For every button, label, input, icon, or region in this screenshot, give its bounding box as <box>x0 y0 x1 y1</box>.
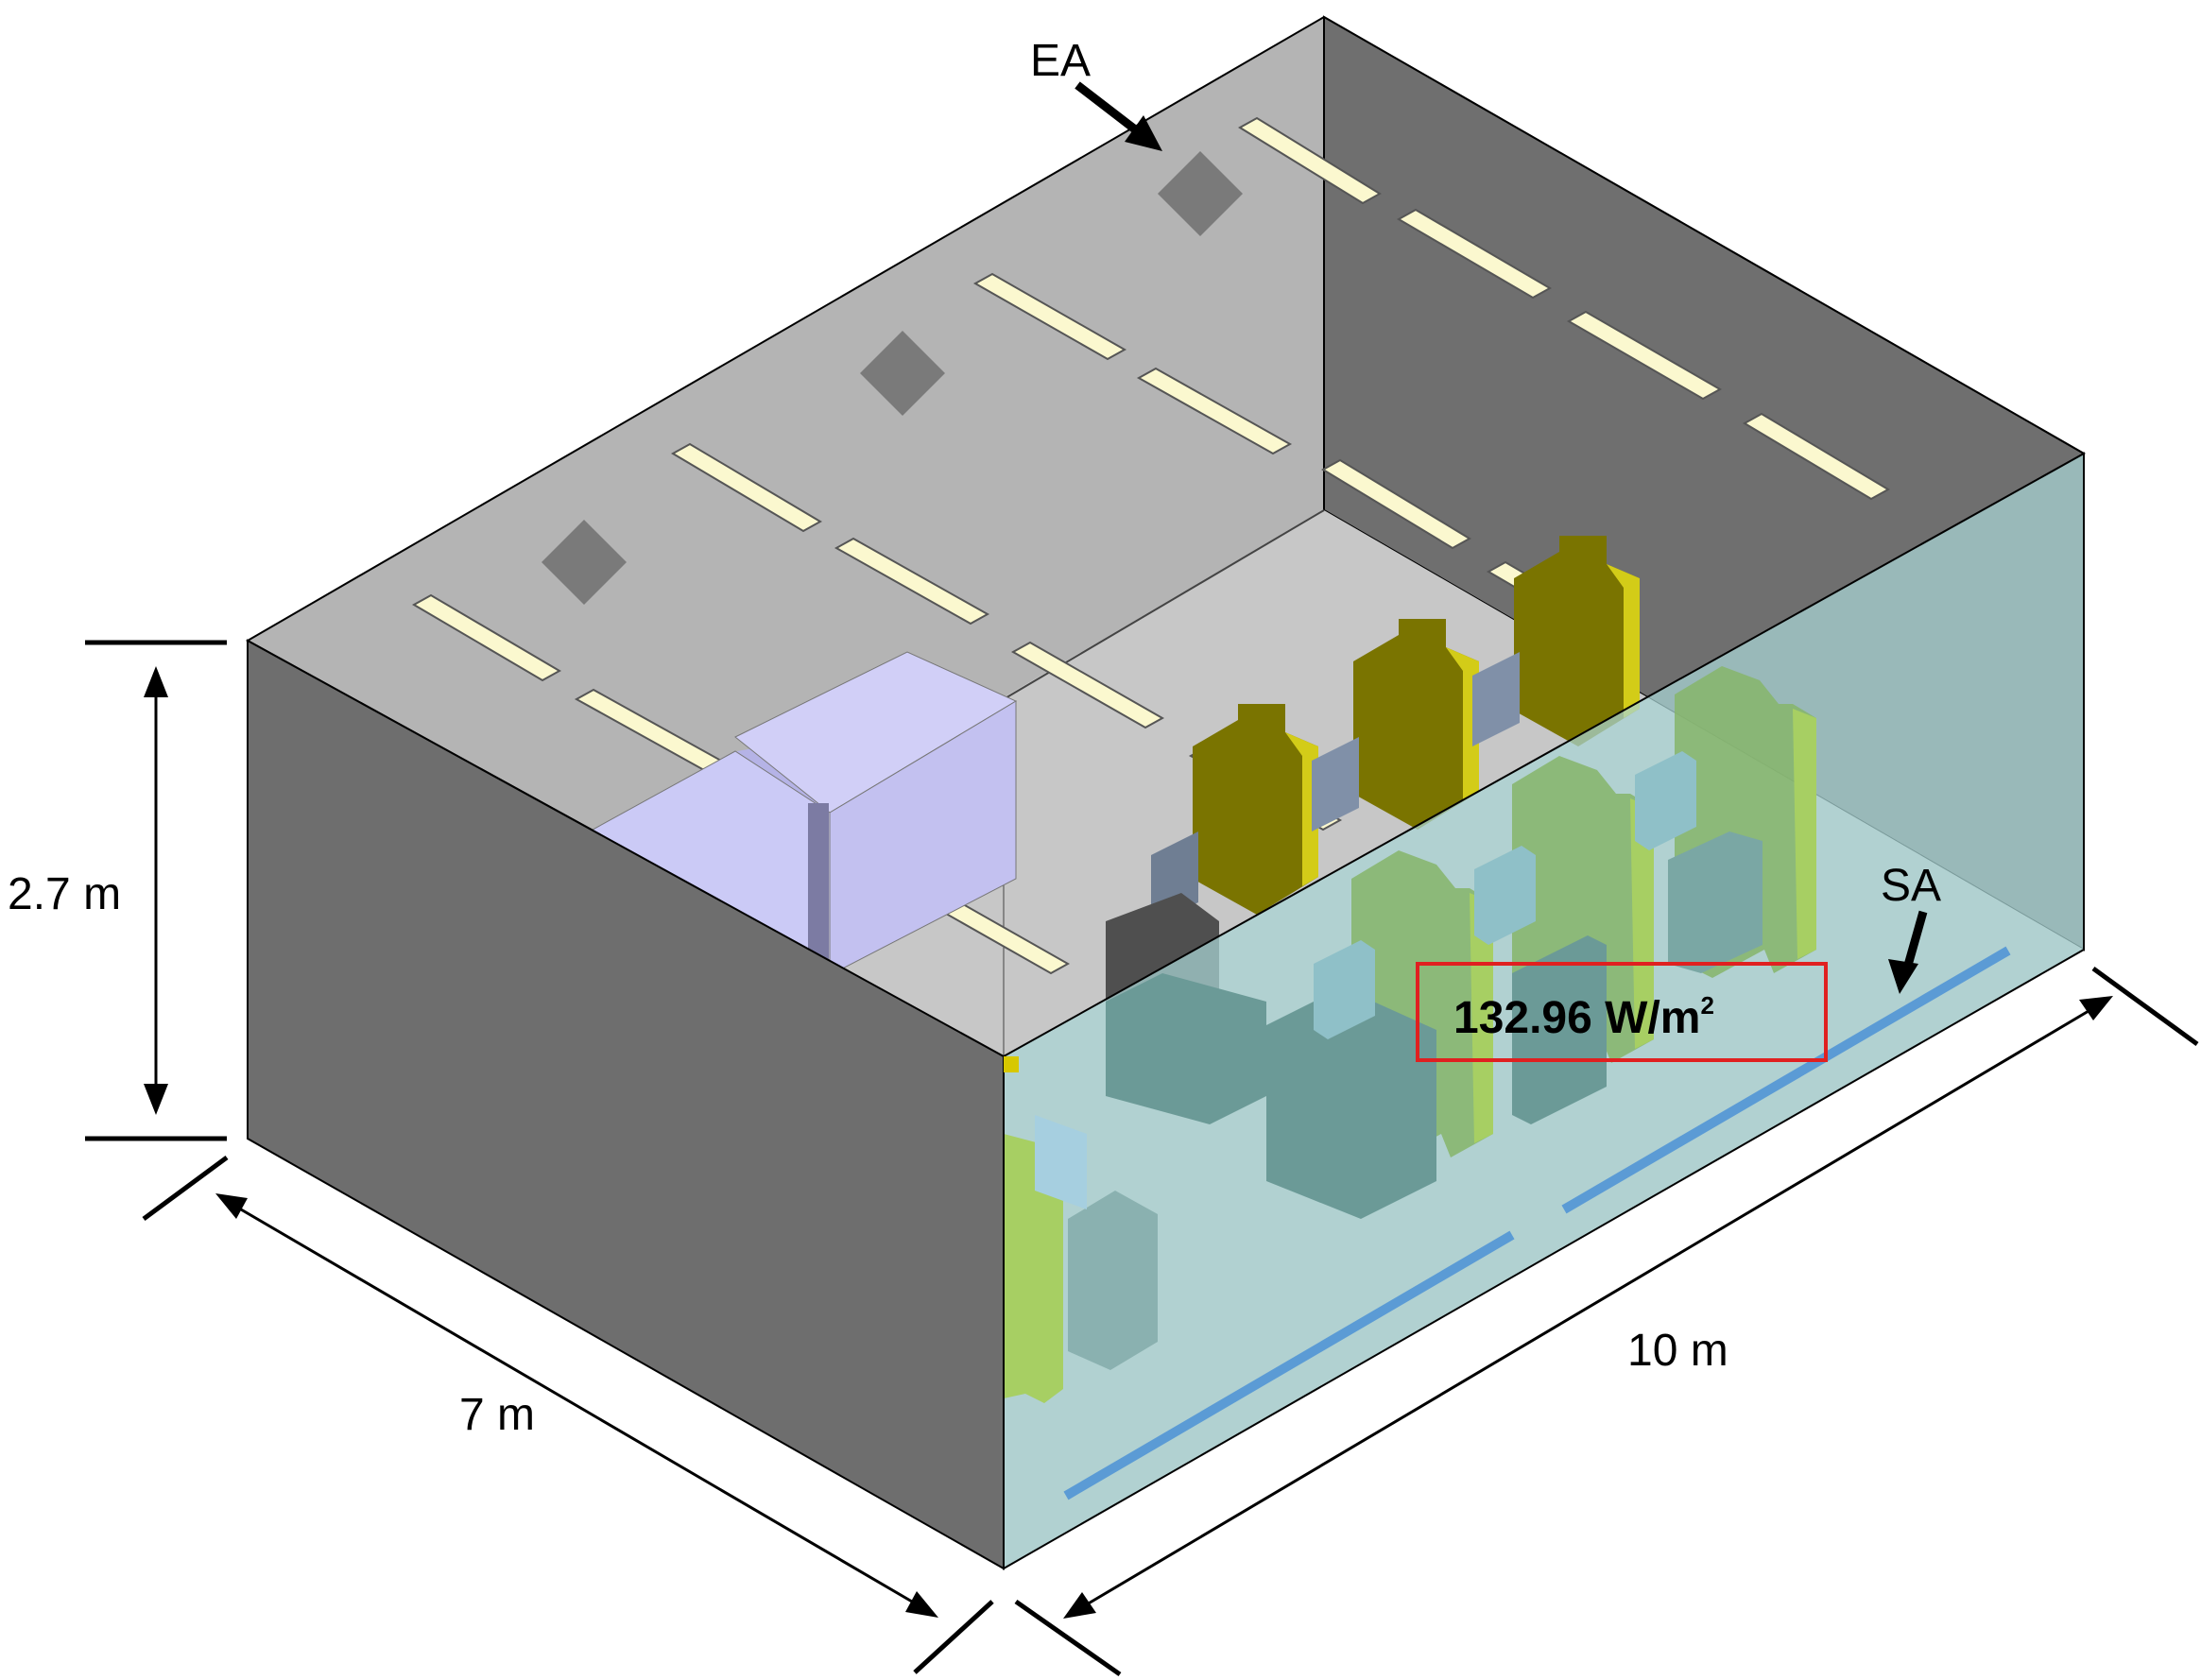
monitor <box>1635 751 1696 850</box>
light-panel <box>834 537 990 626</box>
cabinet <box>584 651 1018 976</box>
supply-air-slots <box>1063 946 2011 1500</box>
heat-flux-sup: 2 <box>1700 991 1713 1020</box>
length-label: 10 m <box>1627 1326 1728 1376</box>
supply-slot <box>1063 1230 1515 1500</box>
height-dimension <box>85 640 227 1141</box>
light-panel <box>972 272 1127 361</box>
light-panel <box>411 593 562 682</box>
height-label: 2.7 m <box>8 869 121 919</box>
heat-flux-box <box>1416 962 1828 1062</box>
light-panel <box>1396 208 1553 300</box>
exhaust-diffuser <box>860 331 945 416</box>
light-panel <box>1010 641 1165 729</box>
occupant <box>1004 1134 1063 1403</box>
light-panel <box>1321 458 1471 550</box>
light-panel <box>1238 116 1382 205</box>
supply-arrow <box>1902 910 1928 970</box>
exhaust-air-label: EA <box>1030 36 1091 86</box>
desk <box>1106 973 1266 1124</box>
light-panel <box>1742 412 1891 501</box>
desk <box>1266 987 1436 1219</box>
occupant <box>1353 619 1479 830</box>
exhaust-arrow <box>1075 81 1142 136</box>
light-panel <box>670 442 823 533</box>
supply-slot <box>1561 946 2011 1214</box>
desk <box>1512 935 1607 1124</box>
occupant <box>1514 536 1640 746</box>
desk <box>1068 1191 1158 1370</box>
desk <box>1668 831 1763 973</box>
length-dimension <box>1014 966 2199 1677</box>
occupant <box>1193 704 1318 915</box>
exhaust-diffuser <box>1158 151 1243 236</box>
width-label: 7 m <box>459 1390 535 1440</box>
occupants-front-row <box>1004 666 1816 1403</box>
light-panel <box>1136 367 1293 455</box>
monitor <box>1312 737 1359 831</box>
monitor <box>1035 1115 1087 1209</box>
heat-flux-label: 132.96 W/m2 <box>1453 991 1714 1043</box>
light-panel <box>1566 310 1723 401</box>
supply-air-label: SA <box>1881 861 1941 911</box>
monitor <box>1474 846 1536 945</box>
monitor <box>1472 652 1520 746</box>
monitor <box>1314 940 1375 1039</box>
width-dimension <box>142 1155 994 1674</box>
exhaust-diffusers <box>542 151 1243 605</box>
exhaust-diffuser <box>542 520 627 605</box>
